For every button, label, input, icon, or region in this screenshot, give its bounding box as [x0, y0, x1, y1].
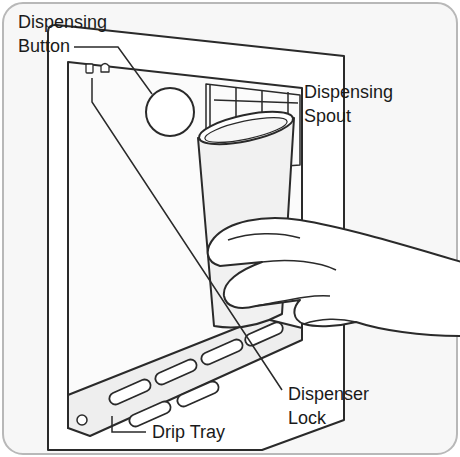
tray-dot	[77, 415, 87, 425]
dispensing-button	[146, 88, 194, 136]
lock-leader	[92, 78, 282, 390]
leader-lines	[74, 47, 298, 432]
button-leader	[74, 47, 152, 94]
tray-leader	[112, 416, 146, 432]
hand	[208, 218, 460, 336]
spout-leader	[214, 100, 298, 103]
part-label: Drip Tray	[152, 420, 225, 444]
tray-slots	[107, 320, 284, 428]
part-label: Dispensing Spout	[304, 80, 424, 128]
part-label: Dispenser Lock	[288, 382, 398, 430]
drip-tray	[68, 318, 302, 436]
lock-icons	[86, 64, 109, 74]
part-label: Dispensing Button	[18, 10, 118, 58]
